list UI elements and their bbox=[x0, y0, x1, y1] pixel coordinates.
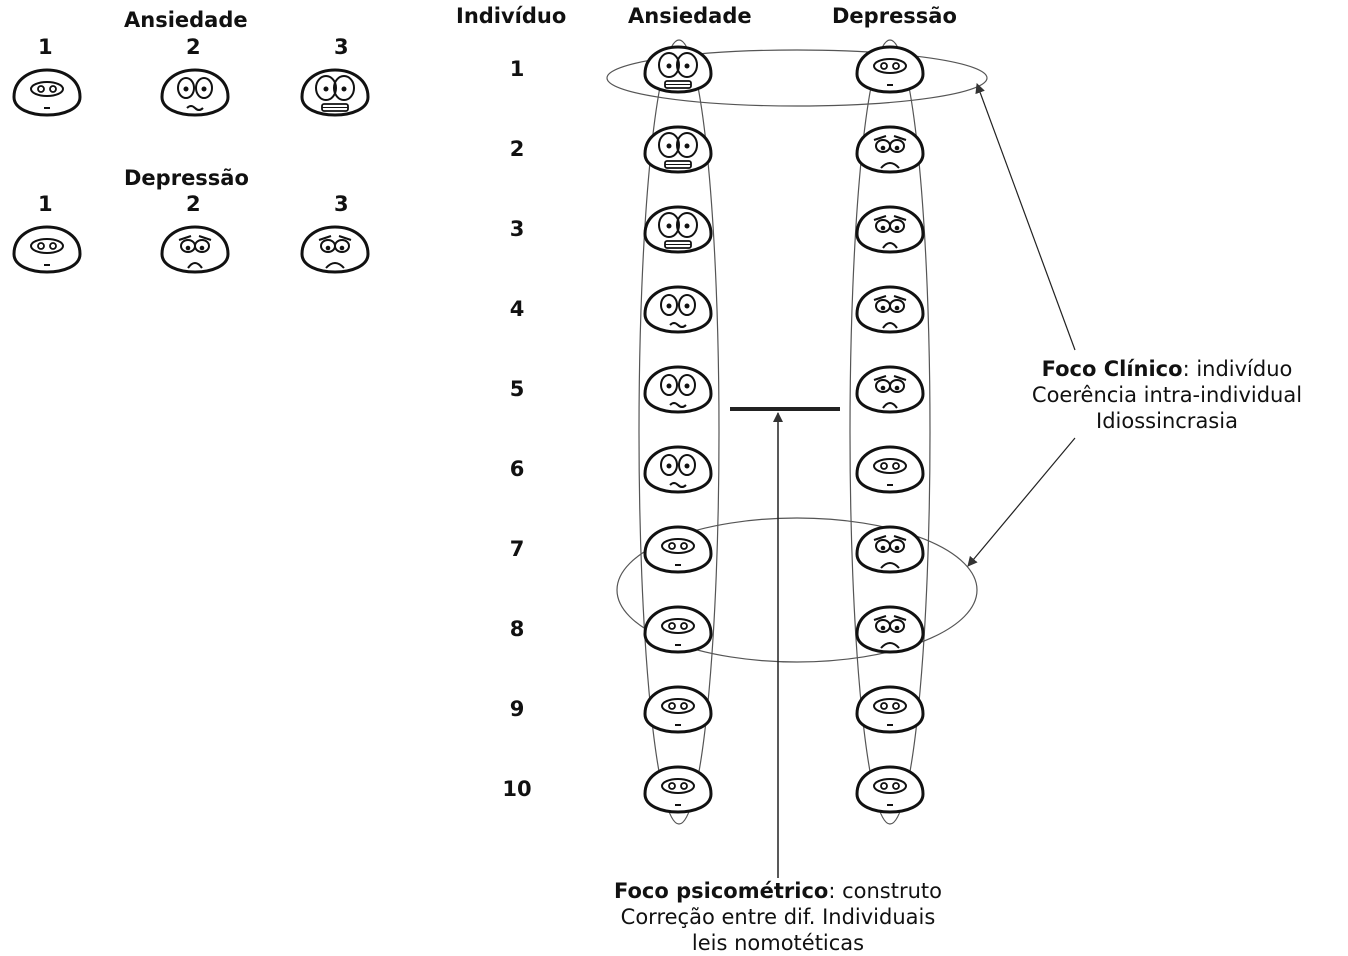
depression-face-individual-10 bbox=[855, 765, 925, 814]
individual-1-ellipse bbox=[606, 49, 988, 107]
legend-anxiety-face-2 bbox=[160, 68, 230, 117]
psychometric-focus-title-suffix: : construto bbox=[828, 879, 942, 903]
depression-face-individual-6 bbox=[855, 445, 925, 494]
psychometric-focus-line3: leis nomotéticas bbox=[691, 931, 865, 955]
anxiety-construct-ellipse bbox=[638, 39, 720, 825]
anxiety-face-individual-4 bbox=[643, 285, 713, 334]
legend-anxiety-level-2: 2 bbox=[186, 35, 201, 59]
clinical-arrow-bottom bbox=[967, 437, 1076, 567]
individual-number-8: 8 bbox=[509, 617, 525, 641]
depression-face-individual-9 bbox=[855, 685, 925, 734]
anxiety-face-individual-7 bbox=[643, 525, 713, 574]
legend-depression-level-2: 2 bbox=[186, 192, 201, 216]
depression-face-individual-2 bbox=[855, 125, 925, 174]
depression-face-individual-5 bbox=[855, 365, 925, 414]
column-header-individual: Indivíduo bbox=[456, 4, 567, 28]
legend-depression-face-3 bbox=[300, 225, 370, 274]
individual-number-7: 7 bbox=[509, 537, 525, 561]
individual-number-2: 2 bbox=[509, 137, 525, 161]
clinical-focus-line3: Idiossincrasia bbox=[1096, 409, 1238, 433]
clinical-focus-title-suffix: : indivíduo bbox=[1182, 357, 1293, 381]
depression-face-individual-8 bbox=[855, 605, 925, 654]
psychometric-focus-note: Foco psicométrico: construto Correção en… bbox=[558, 878, 998, 956]
legend-anxiety-level-3: 3 bbox=[334, 35, 349, 59]
anxiety-face-individual-6 bbox=[643, 445, 713, 494]
clinical-arrow-top bbox=[975, 83, 1076, 351]
anxiety-face-individual-10 bbox=[643, 765, 713, 814]
legend-depression-level-1: 1 bbox=[38, 192, 53, 216]
anxiety-face-individual-3 bbox=[643, 205, 713, 254]
depression-face-individual-4 bbox=[855, 285, 925, 334]
individual-number-5: 5 bbox=[509, 377, 525, 401]
individuals-7-8-ellipse bbox=[616, 517, 978, 663]
individual-number-4: 4 bbox=[509, 297, 525, 321]
legend-depression-level-3: 3 bbox=[334, 192, 349, 216]
depression-face-individual-3 bbox=[855, 205, 925, 254]
legend-depression-face-2 bbox=[160, 225, 230, 274]
legend-anxiety-level-1: 1 bbox=[38, 35, 53, 59]
psychometric-focus-line2: Correção entre dif. Individuais bbox=[620, 905, 936, 929]
clinical-focus-note: Foco Clínico: indivíduo Coerência intra-… bbox=[996, 356, 1338, 434]
legend-depression-title: Depressão bbox=[124, 166, 249, 190]
legend-anxiety-title: Ansiedade bbox=[124, 8, 248, 32]
anxiety-face-individual-8 bbox=[643, 605, 713, 654]
individual-number-1: 1 bbox=[509, 57, 525, 81]
legend-depression-face-1 bbox=[12, 225, 82, 274]
column-header-depression: Depressão bbox=[832, 4, 957, 28]
clinical-focus-title: Foco Clínico bbox=[1041, 357, 1183, 381]
psychometric-focus-title: Foco psicométrico bbox=[614, 879, 829, 903]
legend-anxiety-face-3 bbox=[300, 68, 370, 117]
anxiety-face-individual-1 bbox=[643, 45, 713, 94]
anxiety-face-individual-9 bbox=[643, 685, 713, 734]
individual-number-10: 10 bbox=[502, 777, 532, 801]
individual-number-3: 3 bbox=[509, 217, 525, 241]
individual-number-6: 6 bbox=[509, 457, 525, 481]
individual-number-9: 9 bbox=[509, 697, 525, 721]
column-header-anxiety: Ansiedade bbox=[628, 4, 752, 28]
depression-construct-ellipse bbox=[849, 39, 931, 825]
legend-anxiety-face-1 bbox=[12, 68, 82, 117]
depression-face-individual-7 bbox=[855, 525, 925, 574]
anxiety-face-individual-2 bbox=[643, 125, 713, 174]
anxiety-face-individual-5 bbox=[643, 365, 713, 414]
depression-face-individual-1 bbox=[855, 45, 925, 94]
clinical-focus-line2: Coerência intra-individual bbox=[1031, 383, 1303, 407]
